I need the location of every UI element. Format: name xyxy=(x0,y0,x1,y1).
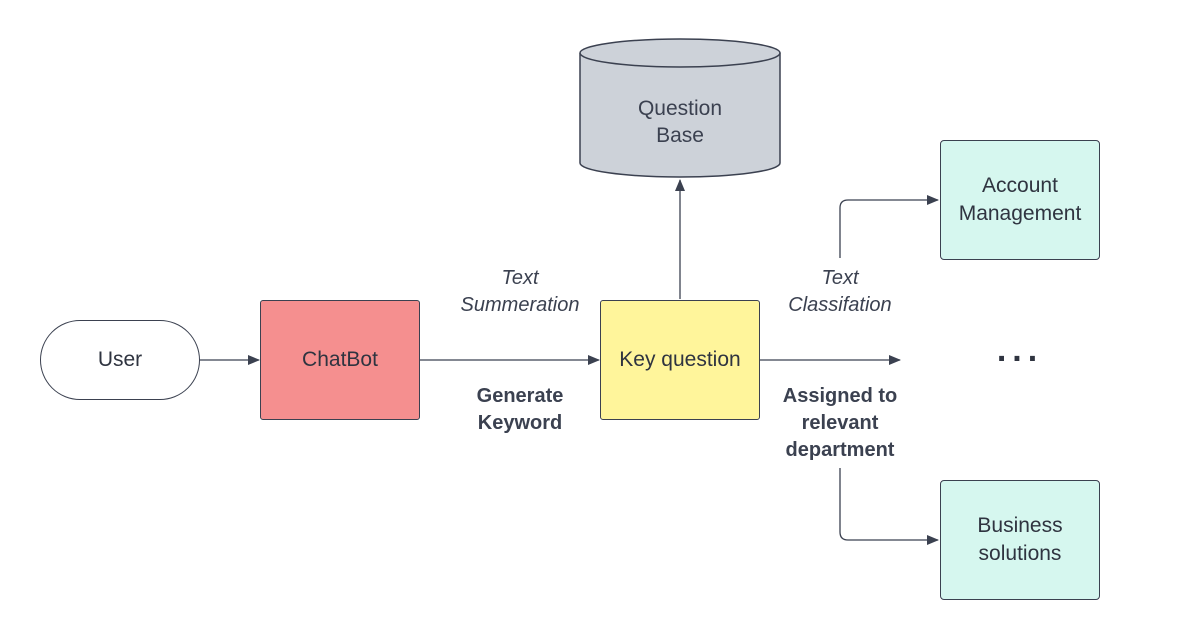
chatbot-node: ChatBot xyxy=(260,300,420,420)
key-question-node: Key question xyxy=(600,300,760,420)
edge-to-account-management xyxy=(839,195,939,258)
account-management-node: Account Management xyxy=(940,140,1100,260)
chatbot-label: ChatBot xyxy=(302,348,378,371)
text-summeration-label: Text Summeration xyxy=(460,267,580,316)
question-base-cylinder xyxy=(579,38,781,178)
user-node: User xyxy=(40,320,200,400)
key-question-label: Key question xyxy=(619,348,741,371)
assigned-department-label: Assigned to relevant department xyxy=(782,385,898,461)
question-base-label: Question Base xyxy=(637,97,723,147)
account-management-label: Account Management xyxy=(958,174,1082,225)
edge-to-business-solutions xyxy=(839,468,939,545)
business-solutions-node: Business solutions xyxy=(940,480,1100,600)
user-label: User xyxy=(97,348,143,371)
business-solutions-label: Business solutions xyxy=(977,514,1063,565)
text-classifation-label: Text Classifation xyxy=(788,267,892,316)
generate-keyword-label: Generate Keyword xyxy=(476,385,564,434)
ellipsis-label: ... xyxy=(996,331,1044,369)
